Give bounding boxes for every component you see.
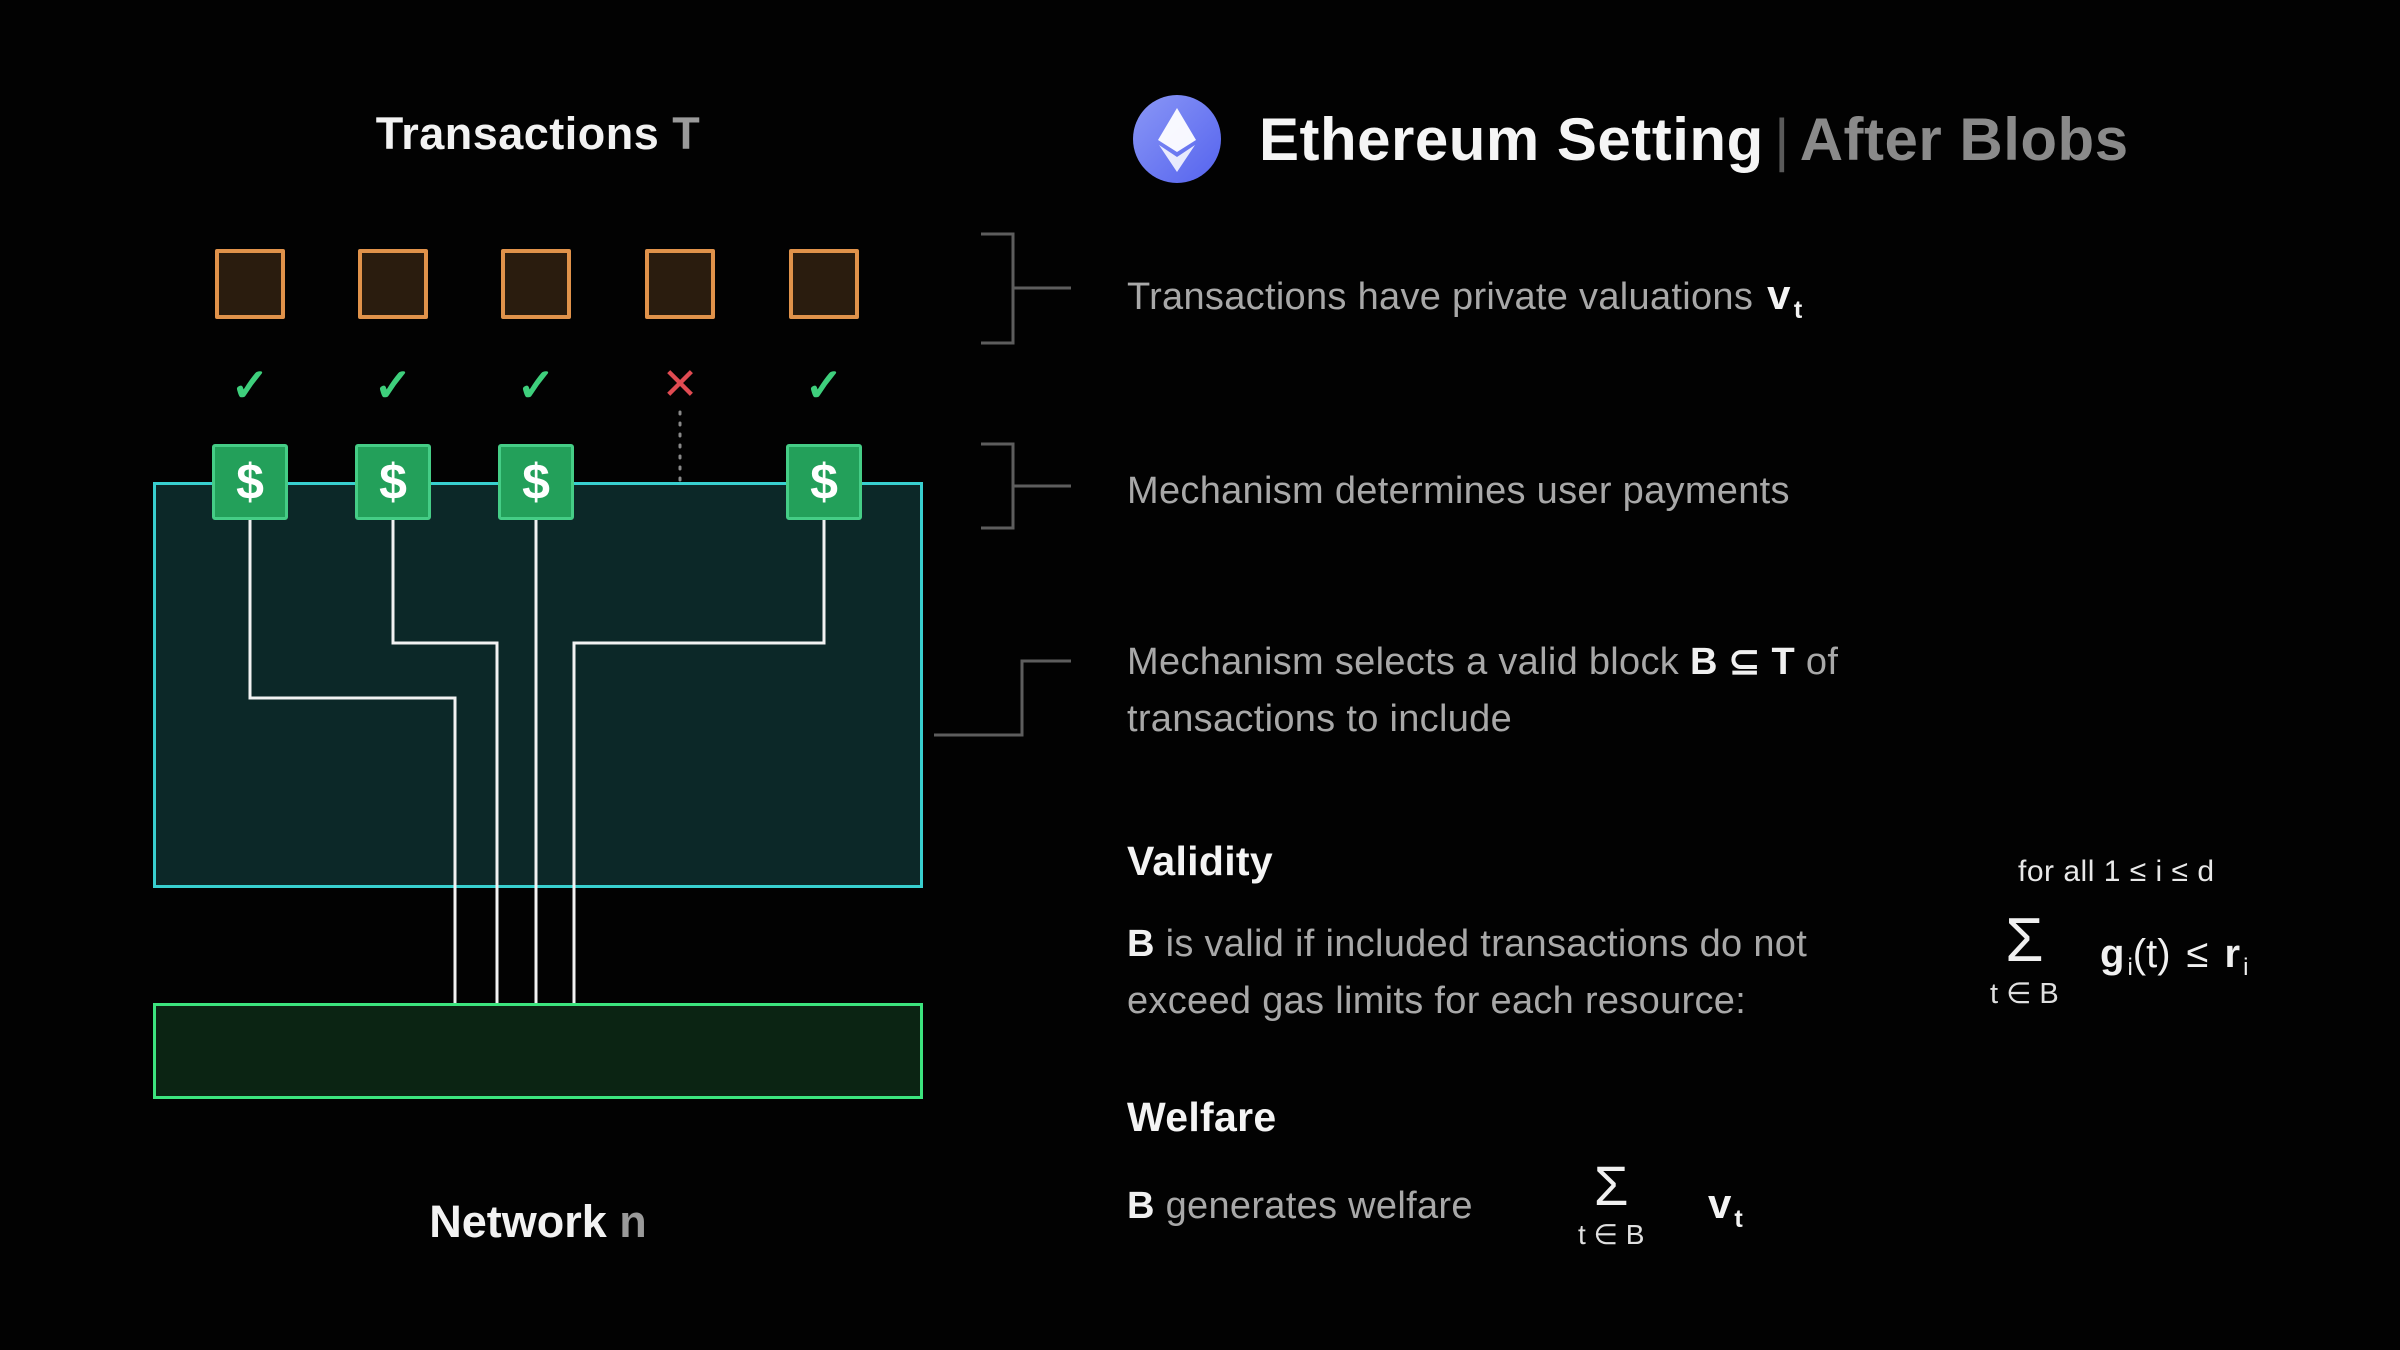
- transaction-square: [645, 249, 715, 319]
- sum-subscript: t ∈ B: [1990, 978, 2059, 1010]
- validity-heading: Validity: [1127, 838, 1273, 884]
- network-label-symbol: n: [619, 1196, 647, 1247]
- sigma-symbol: Σ: [1593, 1154, 1629, 1217]
- sigma-symbol: Σ: [2005, 906, 2044, 975]
- annotation-payments-text: Mechanism determines user payments: [1127, 470, 1790, 512]
- gas-function-sub: i: [2127, 954, 2133, 982]
- payment-dollar-box: $: [786, 444, 862, 520]
- transaction-square: [789, 249, 859, 319]
- welfare-heading: Welfare: [1127, 1094, 1277, 1140]
- header-divider: |: [1774, 107, 1790, 173]
- annotation-block-selection: Mechanism selects a valid block B ⊆ T of…: [1127, 634, 1838, 748]
- diagram-title-symbol: T: [672, 108, 701, 159]
- validity-b: B: [1127, 923, 1155, 965]
- header-title: Ethereum Setting: [1259, 105, 1764, 173]
- welfare-b: B: [1127, 1185, 1155, 1227]
- validity-body: B is valid if included transactions do n…: [1127, 916, 1807, 1030]
- diagram-title-main: Transactions: [375, 108, 673, 159]
- validity-line1: is valid if included transactions do not: [1154, 923, 1808, 965]
- validity-quantifier: for all 1 ≤ i ≤ d: [2018, 855, 2215, 888]
- diagram-title: Transactions T: [0, 108, 1076, 160]
- valuation-sub: t: [1734, 1204, 1743, 1233]
- cross-icon: ✕: [661, 360, 699, 409]
- gas-function: g: [2100, 932, 2125, 976]
- header-title-group: Ethereum Setting | After Blobs: [1259, 105, 2129, 174]
- payment-dollar-box: $: [212, 444, 288, 520]
- leq-symbol: ≤: [2186, 932, 2209, 976]
- welfare-body: B generates welfare: [1127, 1178, 1473, 1235]
- check-icon: ✓: [516, 359, 556, 411]
- check-icon: ✓: [373, 359, 413, 411]
- annotation-block-post: of: [1795, 641, 1839, 683]
- transaction-square: [501, 249, 571, 319]
- annotation-block-line2: transactions to include: [1127, 698, 1513, 740]
- network-label: Network n: [0, 1196, 1076, 1248]
- bracket-block-selection: [934, 659, 1071, 737]
- welfare-sum-operator: Σ t ∈ B: [1578, 1154, 1645, 1251]
- transaction-square: [358, 249, 428, 319]
- valuation-base: v: [1708, 1180, 1732, 1227]
- gas-function-arg: (t): [2132, 932, 2171, 976]
- network-label-main: Network: [429, 1196, 620, 1247]
- validity-sum-operator: Σ t ∈ B: [1990, 906, 2059, 1011]
- header-subtitle: After Blobs: [1799, 105, 2129, 173]
- block-subset-math: B ⊆ T: [1689, 641, 1796, 683]
- validity-line2: exceed gas limits for each resource:: [1127, 980, 1747, 1022]
- check-icon: ✓: [230, 359, 270, 411]
- bracket-valuations: [981, 232, 1071, 345]
- sum-subscript: t ∈ B: [1578, 1219, 1645, 1250]
- block-box: [153, 482, 923, 888]
- resource-limit-sub: i: [2243, 954, 2249, 982]
- welfare-text: generates welfare: [1154, 1185, 1473, 1227]
- ethereum-logo-icon: [1133, 95, 1221, 183]
- network-box: [153, 1003, 923, 1099]
- bracket-payments: [981, 442, 1071, 530]
- annotation-payments: Mechanism determines user payments: [1127, 463, 1790, 520]
- payment-dollar-box: $: [355, 444, 431, 520]
- payment-dollar-box: $: [498, 444, 574, 520]
- resource-limit: r: [2224, 932, 2241, 976]
- header: Ethereum Setting | After Blobs: [1133, 95, 2129, 183]
- annotation-block-pre: Mechanism selects a valid block: [1127, 641, 1690, 683]
- transaction-square: [215, 249, 285, 319]
- check-icon: ✓: [804, 359, 844, 411]
- annotation-valuations-text: Transactions have private valuations: [1127, 276, 1754, 318]
